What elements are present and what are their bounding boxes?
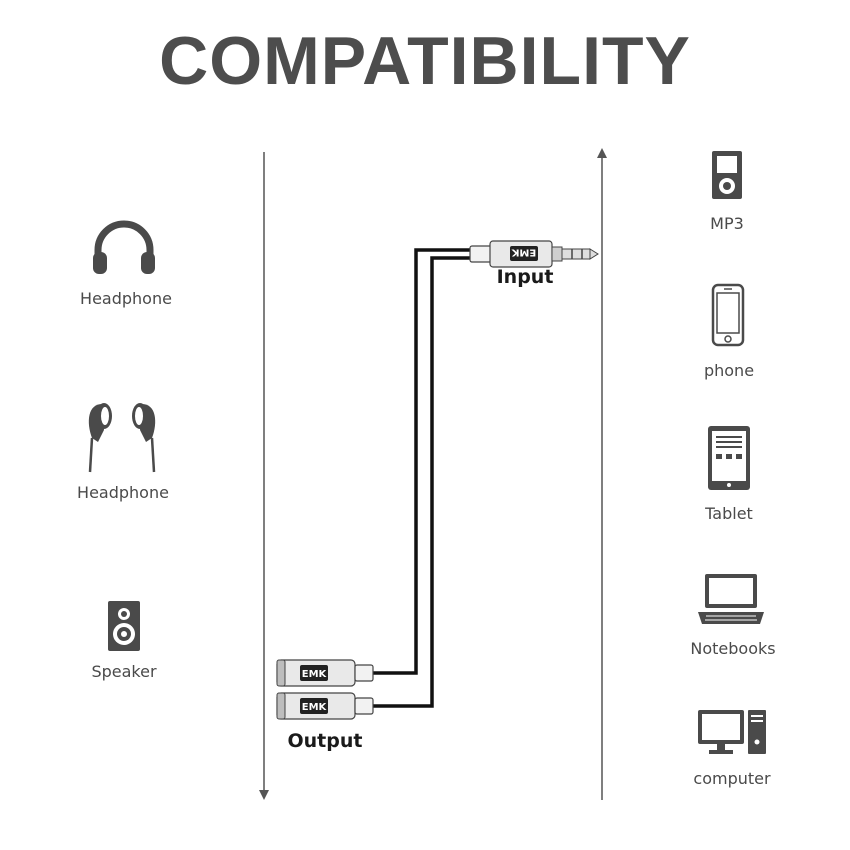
output-jack-1: EMK [276,659,374,687]
notebook-icon [698,574,764,624]
cable-wires [372,248,472,708]
earbud-headphone-icon [88,403,156,473]
output-label: Output [287,730,363,752]
tablet-icon [708,426,750,490]
input-plug: EMK [469,240,599,268]
input-label: Input [496,266,554,288]
output-jack-2-brand: EMK [302,702,328,713]
right-device-label-1: MP3 [710,214,744,233]
page-title: COMPATIBILITY [159,23,691,99]
output-jack-1-brand: EMK [302,669,328,680]
mp3-player-icon [712,151,742,199]
left-device-label-3: Speaker [91,662,157,681]
left-device-label-2: Headphone [77,483,169,502]
left-down-arrow [259,152,269,800]
right-device-label-2: phone [703,361,755,380]
speaker-icon [108,601,140,651]
input-plug-brand: EMK [510,247,536,258]
left-device-label-1: Headphone [80,289,172,308]
output-jack-2: EMK [276,692,374,720]
right-device-label-3: Tablet [705,504,753,523]
computer-icon [698,710,766,754]
right-up-arrow [597,148,607,800]
right-device-label-4: Notebooks [690,639,776,658]
right-device-label-5: computer [693,769,771,788]
phone-icon [711,283,745,347]
over-ear-headphone-icon [93,220,155,274]
